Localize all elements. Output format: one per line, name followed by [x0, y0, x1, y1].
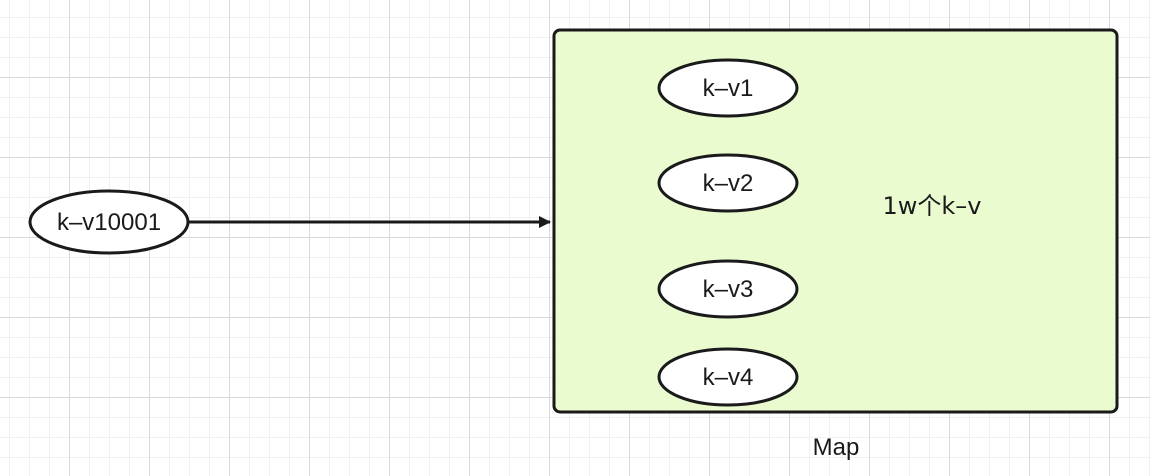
source-node: k–v10001: [28, 189, 190, 255]
map-item-4: k–v4: [657, 347, 799, 407]
map-item-label: k–v1: [703, 75, 754, 102]
map-item-ellipse: [657, 153, 799, 213]
map-caption: Map: [813, 434, 860, 461]
map-item-label: k–v2: [703, 170, 754, 197]
map-item-1: k–v1: [657, 58, 799, 118]
map-box: [552, 28, 1119, 414]
map-item-3: k–v3: [657, 259, 799, 319]
source-node-ellipse: [28, 189, 190, 255]
map-item-2: k–v2: [657, 153, 799, 213]
map-note: 1w个k–v: [883, 192, 982, 220]
map-item-label: k–v3: [703, 276, 754, 303]
source-node-label: k–v10001: [57, 209, 161, 236]
map-item-ellipse: [657, 347, 799, 407]
map-item-label: k–v4: [703, 364, 754, 391]
map-item-ellipse: [657, 58, 799, 118]
map-item-ellipse: [657, 259, 799, 319]
